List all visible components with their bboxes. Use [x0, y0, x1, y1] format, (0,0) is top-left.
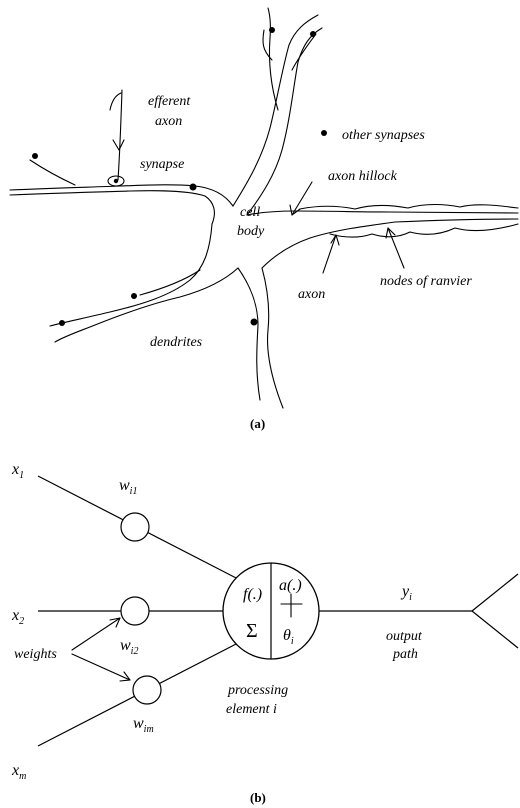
dendrite-left-branch — [29, 159, 76, 186]
dendrite-upper-right-right-edge — [246, 27, 323, 216]
label-efferent: efferent — [148, 94, 191, 109]
dendrite-lower-left-bottom-edge — [54, 267, 239, 343]
panel-b-processing-element: x1 x2 xm wi1 wi2 wim weights f(.) Σ a(.)… — [11, 461, 519, 805]
dendrite-lower-down-left-edge — [237, 267, 261, 401]
myelin-sheath-upper — [299, 203, 519, 210]
axon-top-edge — [246, 210, 519, 216]
efferent-axon-line — [117, 89, 123, 181]
nodes-of-ranvier-arrow-head — [385, 227, 396, 239]
caption-a: (a) — [250, 416, 265, 431]
processing-element-label-2: element i — [226, 702, 277, 717]
weight-label-1: wi1 — [119, 477, 137, 497]
output-branch-upper — [471, 573, 519, 612]
output-symbol: yi — [400, 583, 412, 603]
axon-arrow-line — [322, 234, 337, 274]
weight-label-2: wi2 — [120, 637, 138, 657]
nodes-of-ranvier-arrow-line — [387, 227, 405, 269]
label-synapse: synapse — [140, 157, 184, 172]
synapse-dot-lower-left-2 — [131, 293, 137, 299]
dendrite-top-branch-2 — [262, 29, 273, 61]
input-label-m: xm — [11, 762, 26, 782]
label-dendrites: dendrites — [150, 335, 203, 350]
label-nodes-of-ranvier: nodes of ranvier — [380, 274, 472, 289]
weight-node-2 — [120, 596, 150, 626]
dendrite-top-branch-1 — [267, 7, 279, 111]
axon-hillock-arrow-head — [289, 204, 301, 216]
synapse-dot-lower — [250, 318, 258, 326]
dendrite-upper-right-left-edge — [232, 14, 319, 207]
axon-hillock-arrow-line — [291, 181, 313, 216]
weights-label: weights — [14, 647, 57, 662]
synapse-dot-lower-left-1 — [59, 320, 65, 326]
synapse-dot — [113, 178, 119, 184]
label-efferent-axon: axon — [155, 114, 182, 129]
input-label-2: x2 — [11, 607, 24, 627]
input-label-1: x1 — [11, 461, 24, 481]
processing-element-label-1: processing — [227, 683, 288, 698]
weight-node-m — [132, 675, 162, 705]
dendrite-lower-left-branch — [139, 269, 201, 296]
dendrite-upper-left-top-edge — [9, 184, 234, 207]
weights-arrow-lower-head — [119, 671, 131, 682]
label-axon-hillock: axon hillock — [328, 169, 398, 184]
synapse-dot-left — [32, 153, 38, 159]
label-other-synapses: other synapses — [342, 128, 425, 143]
synapse-dot-top-1 — [269, 27, 275, 33]
weight-node-1 — [120, 512, 150, 542]
efferent-axon-branch — [109, 92, 122, 111]
dendrite-lower-left-top-edge — [49, 223, 213, 327]
weight-label-m: wim — [133, 715, 154, 735]
function-label: f(.) — [243, 586, 262, 603]
axon-arrow-head — [330, 234, 340, 246]
weights-arrow-lower — [71, 653, 131, 681]
efferent-axon-arrow — [112, 139, 125, 151]
output-path-label-2: path — [392, 647, 418, 662]
sum-symbol: Σ — [246, 620, 258, 642]
myelin-sheath-lower — [329, 223, 519, 238]
dendrite-upper-left-bottom-edge — [9, 190, 215, 225]
weights-arrow-upper-head — [109, 617, 121, 628]
label-axon: axon — [298, 287, 325, 302]
caption-b: (b) — [250, 790, 266, 805]
dendrite-lower-down-right-edge — [261, 267, 284, 409]
synapse-bulb — [107, 175, 125, 187]
panel-a-biological-neuron: efferent axon synapse other synapses axo… — [9, 7, 519, 431]
dendrite-top-branch-3 — [291, 33, 317, 71]
threshold-step-icon — [280, 593, 303, 618]
output-branch-lower — [471, 610, 519, 649]
synapse-dot-other — [321, 130, 327, 136]
threshold-label: θi — [283, 627, 294, 647]
synapse-dot-top-2 — [310, 31, 316, 37]
activation-label: a(.) — [279, 577, 302, 594]
label-cell: cell — [240, 205, 260, 220]
label-body: body — [237, 224, 265, 239]
weights-arrow-upper — [71, 617, 121, 651]
output-path-label-1: output — [386, 629, 423, 644]
axon-bottom-edge — [261, 218, 519, 269]
synapse-dot-center — [189, 183, 197, 191]
